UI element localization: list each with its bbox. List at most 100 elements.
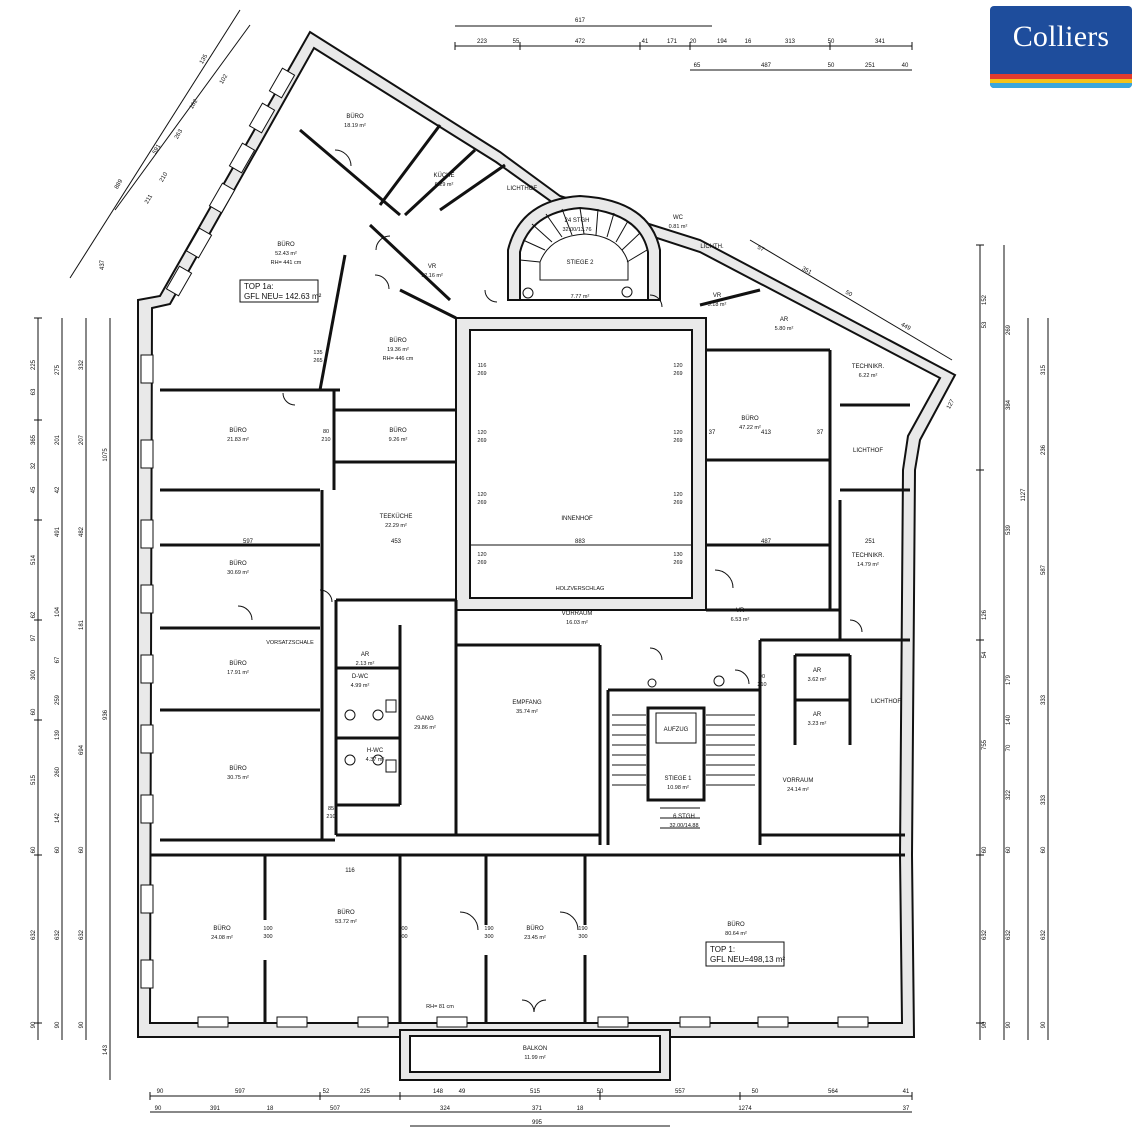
room-lichthof-1: LICHTHOF bbox=[507, 186, 537, 192]
dim-inner-7: 37 bbox=[817, 430, 824, 436]
dim-left2-13: 143 bbox=[103, 1044, 109, 1055]
svg-text:17.91 m²: 17.91 m² bbox=[227, 670, 249, 676]
svg-text:LICHTHOF: LICHTHOF bbox=[507, 186, 537, 192]
svg-text:0.81 m²: 0.81 m² bbox=[669, 224, 688, 230]
svg-text:24 STGH: 24 STGH bbox=[564, 218, 589, 224]
dim-obl-right-0: 351 bbox=[801, 266, 813, 276]
dim-right3-0: 315 bbox=[1041, 364, 1047, 375]
svg-text:100: 100 bbox=[263, 926, 272, 932]
svg-text:AR: AR bbox=[813, 668, 822, 674]
svg-text:210: 210 bbox=[321, 437, 330, 443]
dim-left2-4: 104 bbox=[55, 606, 61, 617]
svg-text:16.03 m²: 16.03 m² bbox=[566, 620, 588, 626]
svg-text:130: 130 bbox=[673, 552, 682, 558]
dim-bottom-row3-0: 995 bbox=[532, 1120, 543, 1126]
dim-right3-3: 587 bbox=[1041, 564, 1047, 575]
dim-bottom-row1-8: 557 bbox=[675, 1089, 686, 1095]
svg-text:18.19 m²: 18.19 m² bbox=[344, 123, 366, 129]
room-lichth: LICHTH. bbox=[700, 244, 724, 250]
dim-obl-left-8: 102 bbox=[219, 73, 230, 85]
svg-text:AR: AR bbox=[780, 317, 789, 323]
dim-top-row3-3: 251 bbox=[865, 63, 876, 69]
dim-left2-11: 632 bbox=[55, 929, 61, 940]
svg-text:265: 265 bbox=[313, 358, 322, 364]
svg-text:KÜCHE: KÜCHE bbox=[433, 172, 454, 179]
svg-text:35.74 m²: 35.74 m² bbox=[516, 709, 538, 715]
svg-text:269: 269 bbox=[673, 438, 682, 444]
unit-top1a-line2: GFL NEU= 142.63 m² bbox=[244, 292, 322, 301]
dim-top-row2-0: 223 bbox=[477, 39, 488, 45]
room-stiege1: STIEGE 110.98 m² bbox=[664, 776, 692, 791]
svg-text:STIEGE 2: STIEGE 2 bbox=[566, 260, 594, 266]
dim-obl-right-3: 449 bbox=[900, 322, 912, 332]
svg-text:120: 120 bbox=[673, 430, 682, 436]
dim-left1-0: 225 bbox=[31, 359, 37, 370]
dim-top-row2-2: 472 bbox=[575, 39, 586, 45]
dim-bottom-row1-6: 515 bbox=[530, 1089, 541, 1095]
svg-text:LICHTH.: LICHTH. bbox=[700, 244, 724, 250]
dim-bottom-row2-7: 1274 bbox=[738, 1106, 752, 1112]
dim-right1-0: 152 bbox=[982, 294, 988, 305]
svg-text:BÜRO: BÜRO bbox=[346, 113, 364, 120]
dim-left2-0: 275 bbox=[55, 364, 61, 375]
dim-left2-3: 491 bbox=[55, 526, 61, 537]
room-technikr-b: TECHNIKR.14.79 m² bbox=[852, 553, 885, 568]
svg-text:12.16 m²: 12.16 m² bbox=[421, 273, 443, 279]
svg-text:80.64 m²: 80.64 m² bbox=[725, 931, 747, 937]
room-innenhof: INNENHOF bbox=[561, 516, 593, 522]
dim-top-row2-4: 171 bbox=[667, 39, 678, 45]
dim-bottom-row1-3: 225 bbox=[360, 1089, 371, 1095]
dim-bottom-row2-3: 507 bbox=[330, 1106, 341, 1112]
wc-fixtures bbox=[344, 699, 397, 773]
svg-text:116: 116 bbox=[478, 363, 487, 369]
dim-left3-8: 632 bbox=[79, 929, 85, 940]
dim-left1-8: 300 bbox=[31, 669, 37, 680]
svg-text:D-WC: D-WC bbox=[352, 674, 369, 680]
svg-text:52.43 m²: 52.43 m² bbox=[275, 251, 297, 257]
dim-right1-2: 269 bbox=[1006, 324, 1012, 335]
partitions bbox=[150, 124, 910, 1023]
dim-right1-7: 632 bbox=[982, 929, 988, 940]
dim-left2-1: 201 bbox=[55, 434, 61, 445]
dim-right2-6: 60 bbox=[1006, 846, 1012, 853]
dim-right1-3: 126 bbox=[982, 609, 988, 620]
logo-stripe-yellow bbox=[990, 78, 1132, 84]
svg-text:TECHNIKR.: TECHNIKR. bbox=[852, 553, 885, 559]
svg-text:269: 269 bbox=[673, 500, 682, 506]
dimension-lines bbox=[34, 9, 1049, 1127]
dim-left1-5: 514 bbox=[31, 554, 37, 565]
dim-left3-5: 936 bbox=[103, 709, 109, 720]
logo-stripes bbox=[990, 74, 1132, 88]
unit-top1-line1: TOP 1: bbox=[710, 945, 735, 954]
dim-bottom-row1-2: 52 bbox=[323, 1089, 330, 1095]
dim-left3-9: 90 bbox=[79, 1021, 85, 1028]
dim-bottom-row2-0: 90 bbox=[155, 1106, 162, 1112]
svg-text:VR: VR bbox=[428, 264, 437, 270]
svg-text:22.29 m²: 22.29 m² bbox=[385, 523, 407, 529]
svg-text:269: 269 bbox=[673, 371, 682, 377]
dim-right1-5: 755 bbox=[982, 739, 988, 750]
svg-text:STIEGE 1: STIEGE 1 bbox=[664, 776, 692, 782]
dim-obl-left-0: 889 bbox=[114, 178, 125, 190]
svg-text:21.83 m²: 21.83 m² bbox=[227, 437, 249, 443]
dims-left-col1: 225 63 365 32 45 514 62 97 300 60 515 60… bbox=[31, 359, 37, 1028]
svg-text:300: 300 bbox=[578, 934, 587, 940]
dim-bottom-row2-1: 391 bbox=[210, 1106, 221, 1112]
svg-text:BÜRO: BÜRO bbox=[389, 427, 407, 434]
